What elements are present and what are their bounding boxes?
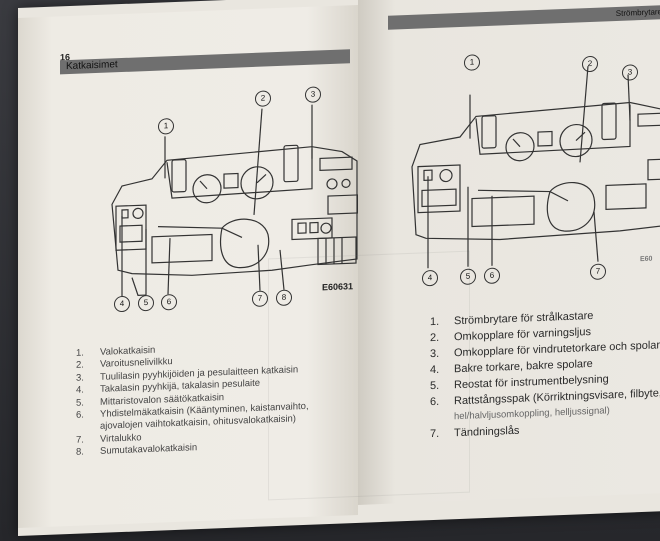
left-page-header: Katkaisimet xyxy=(60,49,350,75)
open-manual: 16 Katkaisimet xyxy=(18,0,660,536)
left-dashboard-diagram xyxy=(111,104,359,297)
right-legend-list: 1.Strömbrytare för strålkastare 2.Omkopp… xyxy=(430,305,660,442)
left-page: 16 Katkaisimet xyxy=(18,4,359,528)
right-dashboard-diagram xyxy=(411,66,660,269)
right-diagram-code: E60 xyxy=(640,255,653,264)
